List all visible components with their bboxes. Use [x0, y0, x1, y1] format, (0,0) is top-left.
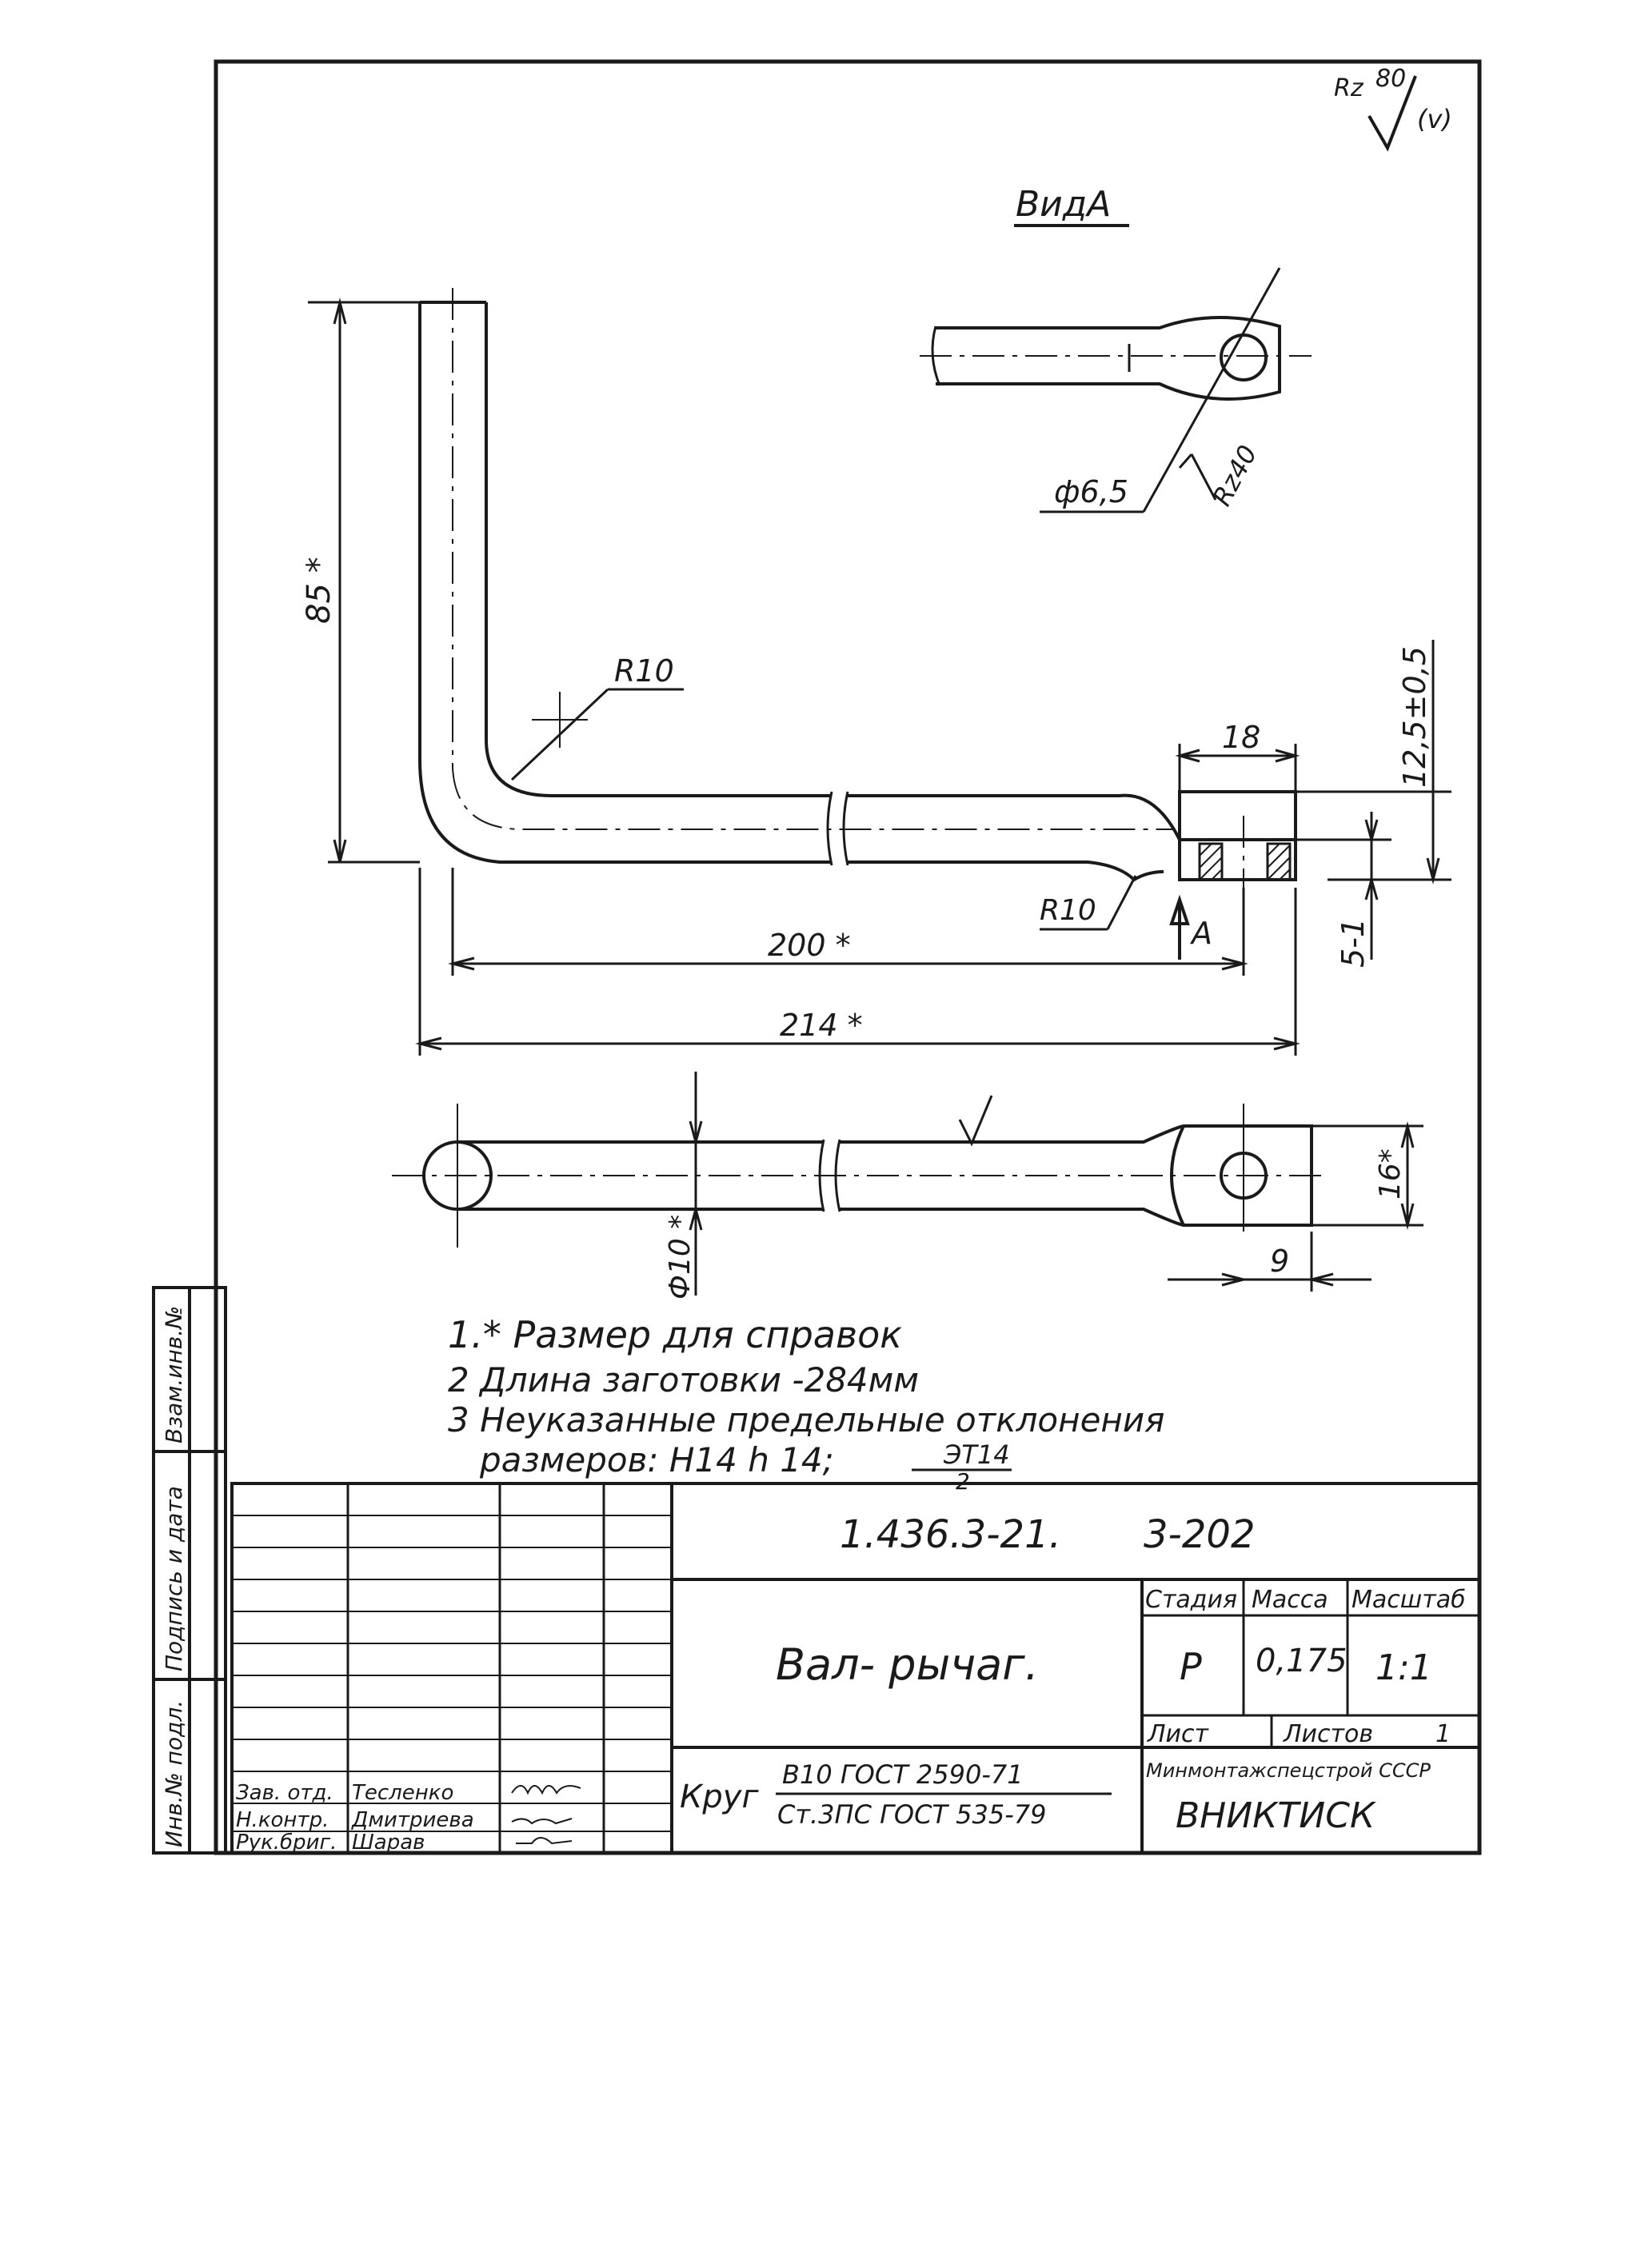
note-fraction-num: ЭТ14	[943, 1439, 1010, 1470]
sheet-label: Лист	[1147, 1720, 1210, 1748]
offset-label: 5-1	[1336, 918, 1371, 968]
note-1: 1.* Размер для справок	[448, 1313, 902, 1356]
height-dimension: 85 *	[301, 557, 337, 624]
end-height-label: 12,5±0,5	[1397, 646, 1432, 788]
side-stamp-inv: Инв.№ подл.	[161, 1700, 187, 1847]
organization-name: ВНИКТИСК	[1176, 1795, 1376, 1836]
notes: 1.* Размер для справок 2 Длина заготовки…	[448, 1313, 1164, 1495]
material-denominator: Ст.3ПС ГОСТ 535-79	[777, 1799, 1047, 1830]
stage-value: Р	[1180, 1645, 1202, 1688]
scale-header: Масштаб	[1352, 1586, 1466, 1614]
role-3: Рук.бриг.	[236, 1831, 337, 1855]
mass-value: 0,175	[1256, 1643, 1348, 1679]
role-1: Зав. отд.	[236, 1781, 333, 1805]
material-numerator: В10 ГОСТ 2590-71	[782, 1759, 1024, 1790]
view-a-detail: ф6,5 Rz40	[920, 267, 1312, 513]
note-fraction-den: 2	[956, 1468, 970, 1495]
tab-offset-label: 9	[1270, 1244, 1289, 1279]
sheet-code: 3-202	[1144, 1512, 1255, 1557]
side-stamp-replace: Взам.инв.№	[161, 1306, 187, 1443]
roughness-suffix: (v)	[1417, 104, 1452, 134]
total-length-label: 214 *	[780, 1008, 863, 1043]
role-2: Н.контр.	[236, 1808, 329, 1832]
side-stamp: Инв.№ подл. Подпись и дата Взам.инв.№	[152, 1286, 227, 1855]
note-2: 2 Длина заготовки -284мм	[448, 1360, 919, 1400]
role-1-name: Тесленко	[352, 1781, 453, 1805]
scale-value: 1:1	[1375, 1647, 1432, 1688]
stage-header: Стадия	[1145, 1586, 1237, 1614]
material-label: Круг	[680, 1779, 759, 1815]
plan-view: Ф10 * 16* 9	[392, 1072, 1423, 1300]
doc-number: 1.436.3-21.	[840, 1512, 1061, 1557]
inner-length-label: 200 *	[768, 928, 851, 963]
note-4: размеров: Н14 h 14;	[479, 1440, 834, 1479]
main-view: 85 * R10 18 12,5±0,5 5-1 R10 A	[301, 288, 1451, 1056]
bend-radius-label: R10	[614, 653, 674, 689]
ministry-name: Минмонтажспецстрой СССР	[1146, 1759, 1431, 1782]
sheets-label: Листов	[1283, 1720, 1373, 1748]
rod-diameter-label: Ф10 *	[664, 1215, 697, 1300]
roughness-value: 80	[1375, 65, 1406, 93]
title-block: Зав. отд. Тесленко Н.контр. Дмитриева Ру…	[230, 1482, 1481, 1855]
mass-header: Масса	[1252, 1586, 1328, 1614]
sheets-count: 1	[1435, 1720, 1451, 1748]
note-3: 3 Неуказанные предельные отклонения	[448, 1400, 1164, 1439]
view-a-marker: A	[1189, 916, 1212, 951]
part-name: Вал- рычаг.	[776, 1639, 1039, 1690]
role-3-name: Шарав	[352, 1831, 425, 1855]
hole-diameter-label: ф6,5	[1054, 474, 1128, 509]
roughness-symbol: Rz 80 (v)	[1334, 65, 1452, 152]
hole-roughness-label: Rz40	[1207, 441, 1264, 511]
end-radius-label: R10	[1040, 894, 1096, 927]
roughness-prefix: Rz	[1334, 74, 1364, 102]
view-a-label: ВидА	[1016, 184, 1111, 225]
role-2-name: Дмитриева	[351, 1808, 474, 1832]
side-stamp-signature: Подпись и дата	[161, 1486, 187, 1671]
tab-width-label: 18	[1222, 720, 1260, 755]
tab-height-label: 16*	[1374, 1148, 1407, 1200]
